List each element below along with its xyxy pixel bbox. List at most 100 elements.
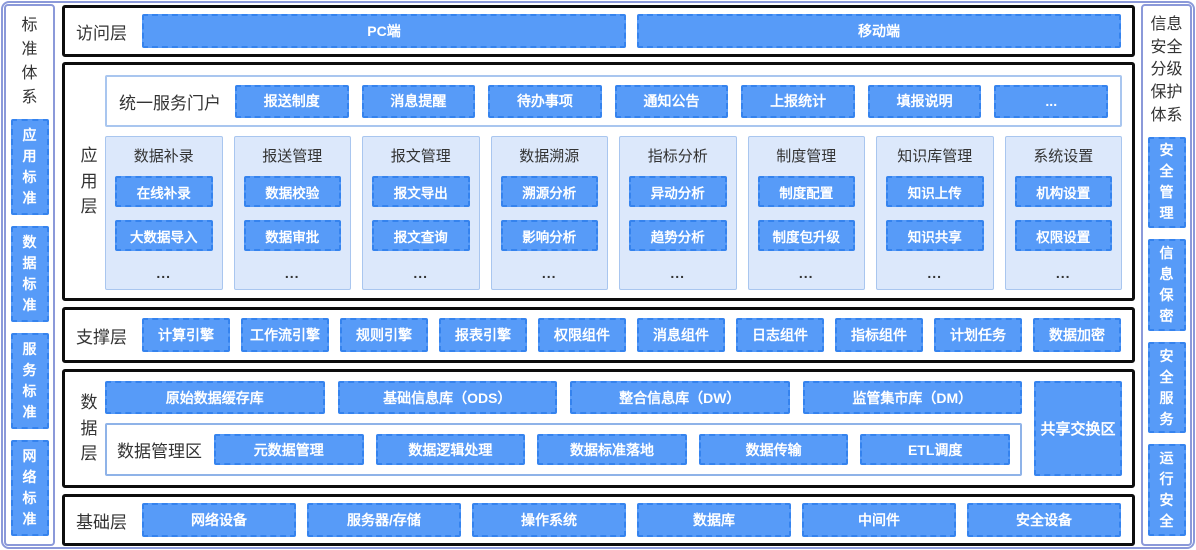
support-layer-boxes: 计算引擎 工作流引擎 规则引擎 报表引擎 权限组件 消息组件 日志组件 指标组件… xyxy=(142,318,1121,352)
support-layer-label: 支撑层 xyxy=(76,327,127,347)
support-box: 日志组件 xyxy=(736,318,824,352)
share-exchange-zone: 共享交换区 xyxy=(1034,381,1122,476)
module-title: 报文管理 xyxy=(390,148,451,165)
module-title: 制度管理 xyxy=(776,148,837,165)
module-item: 数据校验 xyxy=(243,176,341,207)
support-layer-section: 支撑层 计算引擎 工作流引擎 规则引擎 报表引擎 权限组件 消息组件 日志组件 … xyxy=(62,307,1135,363)
portal-label: 统一服务门户 xyxy=(119,93,221,113)
data-management-zone: 数据管理区 元数据管理 数据逻辑处理 数据标准落地 数据传输 ETL调度 xyxy=(105,423,1022,476)
security-item-operation: 运行安全 xyxy=(1147,444,1186,537)
application-layer-content: 统一服务门户 报送制度 消息提醒 待办事项 通知公告 上报统计 填报说明 ...… xyxy=(105,65,1122,298)
data-store-box: 监管集市库（DM） xyxy=(802,381,1022,414)
base-box: 安全设备 xyxy=(967,503,1121,537)
module-more: ... xyxy=(927,265,943,281)
data-layer-left: 原始数据缓存库 基础信息库（ODS） 整合信息库（DW） 监管集市库（DM） 数… xyxy=(105,381,1022,476)
security-item-confidentiality: 信息保密 xyxy=(1147,239,1186,331)
standards-sidebar: 标准体系 应用标准 数据标准 服务标准 网络标准 xyxy=(4,4,55,546)
support-box: 报表引擎 xyxy=(439,318,527,352)
data-store-box: 整合信息库（DW） xyxy=(570,381,790,414)
application-modules: 数据补录 在线补录 大数据导入 ... 报送管理 数据校验 数据审批 ... 报… xyxy=(105,136,1122,290)
security-item-management: 安全管理 xyxy=(1147,136,1186,229)
support-box: 工作流引擎 xyxy=(241,318,329,352)
support-box: 权限组件 xyxy=(538,318,626,352)
data-layer-label-wrap: 数据层 xyxy=(73,372,105,485)
base-layer-boxes: 网络设备 服务器/存储 操作系统 数据库 中间件 安全设备 xyxy=(142,503,1121,537)
module-title: 知识库管理 xyxy=(897,148,973,165)
security-sidebar-items: 安全管理 信息保密 安全服务 运行安全 xyxy=(1147,136,1186,537)
module-title: 数据溯源 xyxy=(519,148,580,165)
portal-box-more: ... xyxy=(994,84,1109,118)
module-more: ... xyxy=(1055,265,1071,281)
module-more: ... xyxy=(670,265,686,281)
module-item: 机构设置 xyxy=(1014,176,1112,207)
data-store-box: 基础信息库（ODS） xyxy=(337,381,557,414)
data-layer-content: 原始数据缓存库 基础信息库（ODS） 整合信息库（DW） 监管集市库（DM） 数… xyxy=(105,372,1122,485)
security-item-label: 安全管理 xyxy=(1159,142,1174,222)
base-layer-section: 基础层 网络设备 服务器/存储 操作系统 数据库 中间件 安全设备 xyxy=(62,494,1135,546)
data-management-boxes: 元数据管理 数据逻辑处理 数据标准落地 数据传输 ETL调度 xyxy=(214,434,1010,465)
access-layer-boxes: PC端 移动端 xyxy=(142,14,1121,48)
security-item-service: 安全服务 xyxy=(1147,341,1186,434)
support-box: 数据加密 xyxy=(1033,318,1121,352)
data-layer-section: 数据层 原始数据缓存库 基础信息库（ODS） 整合信息库（DW） 监管集市库（D… xyxy=(62,369,1135,488)
main-layers: 访问层 PC端 移动端 应用层 统一服务门户 报送制度 消息提醒 待办事项 通知… xyxy=(62,0,1135,550)
application-layer-label: 应用层 xyxy=(80,146,98,217)
standard-item-data: 数据标准 xyxy=(10,226,49,322)
portal-box: 上报统计 xyxy=(741,84,855,118)
support-box: 指标组件 xyxy=(835,318,923,352)
module-card-knowledge-base: 知识库管理 知识上传 知识共享 ... xyxy=(876,136,994,290)
base-box: 服务器/存储 xyxy=(307,503,461,537)
standard-item-network: 网络标准 xyxy=(10,440,49,536)
base-box: 数据库 xyxy=(637,503,791,537)
module-item: 异动分析 xyxy=(629,176,727,207)
module-item: 制度配置 xyxy=(757,176,855,207)
module-item: 知识上传 xyxy=(886,176,984,207)
module-more: ... xyxy=(541,265,557,281)
support-box: 计划任务 xyxy=(934,318,1022,352)
access-layer-section: 访问层 PC端 移动端 xyxy=(62,5,1135,57)
portal-box: 通知公告 xyxy=(614,84,729,118)
portal-box: 消息提醒 xyxy=(361,84,476,118)
portal-box: 报送制度 xyxy=(235,84,349,118)
module-card-system-settings: 系统设置 机构设置 权限设置 ... xyxy=(1004,136,1122,290)
module-card-message-mgmt: 报文管理 报文导出 报文查询 ... xyxy=(362,136,480,290)
security-item-label: 信息保密 xyxy=(1159,245,1174,324)
standard-item-service: 服务标准 xyxy=(10,333,49,429)
module-more: ... xyxy=(284,265,300,281)
module-title: 指标分析 xyxy=(647,148,708,165)
module-card-regulation-mgmt: 制度管理 制度配置 制度包升级 ... xyxy=(747,136,865,290)
standards-sidebar-items: 应用标准 数据标准 服务标准 网络标准 xyxy=(10,119,49,536)
standard-item-application: 应用标准 xyxy=(10,119,49,215)
module-item: 权限设置 xyxy=(1014,220,1112,251)
module-title: 数据补录 xyxy=(133,148,194,165)
module-more: ... xyxy=(413,265,429,281)
portal-boxes: 报送制度 消息提醒 待办事项 通知公告 上报统计 填报说明 ... xyxy=(235,84,1109,118)
data-management-box: 数据逻辑处理 xyxy=(375,434,526,465)
base-box: 网络设备 xyxy=(142,503,296,537)
security-item-label: 运行安全 xyxy=(1159,450,1174,530)
application-layer-label-wrap: 应用层 xyxy=(73,65,105,298)
standard-item-label: 服务标准 xyxy=(22,341,37,420)
module-card-indicator-analysis: 指标分析 异动分析 趋势分析 ... xyxy=(619,136,737,290)
unified-service-portal: 统一服务门户 报送制度 消息提醒 待办事项 通知公告 上报统计 填报说明 ... xyxy=(105,75,1122,127)
module-card-submission-mgmt: 报送管理 数据校验 数据审批 ... xyxy=(233,136,351,290)
access-box-pc: PC端 xyxy=(142,14,626,48)
data-layer-label: 数据层 xyxy=(80,393,98,464)
data-management-box: ETL调度 xyxy=(860,434,1010,465)
security-sidebar-title: 信息安全分级保护体系 xyxy=(1150,16,1183,124)
module-title: 系统设置 xyxy=(1033,148,1094,165)
module-card-data-supplement: 数据补录 在线补录 大数据导入 ... xyxy=(105,136,223,290)
base-layer-label: 基础层 xyxy=(76,512,127,532)
base-box: 操作系统 xyxy=(472,503,626,537)
module-item: 大数据导入 xyxy=(115,220,213,251)
access-layer-label: 访问层 xyxy=(76,23,127,43)
module-more: ... xyxy=(156,265,172,281)
module-item: 趋势分析 xyxy=(629,220,727,251)
standard-item-label: 数据标准 xyxy=(22,234,37,313)
support-box: 规则引擎 xyxy=(340,318,428,352)
security-sidebar: 信息安全分级保护体系 安全管理 信息保密 安全服务 运行安全 xyxy=(1141,4,1192,546)
module-item: 报文查询 xyxy=(372,220,470,251)
base-box: 中间件 xyxy=(802,503,956,537)
module-item: 数据审批 xyxy=(243,220,341,251)
